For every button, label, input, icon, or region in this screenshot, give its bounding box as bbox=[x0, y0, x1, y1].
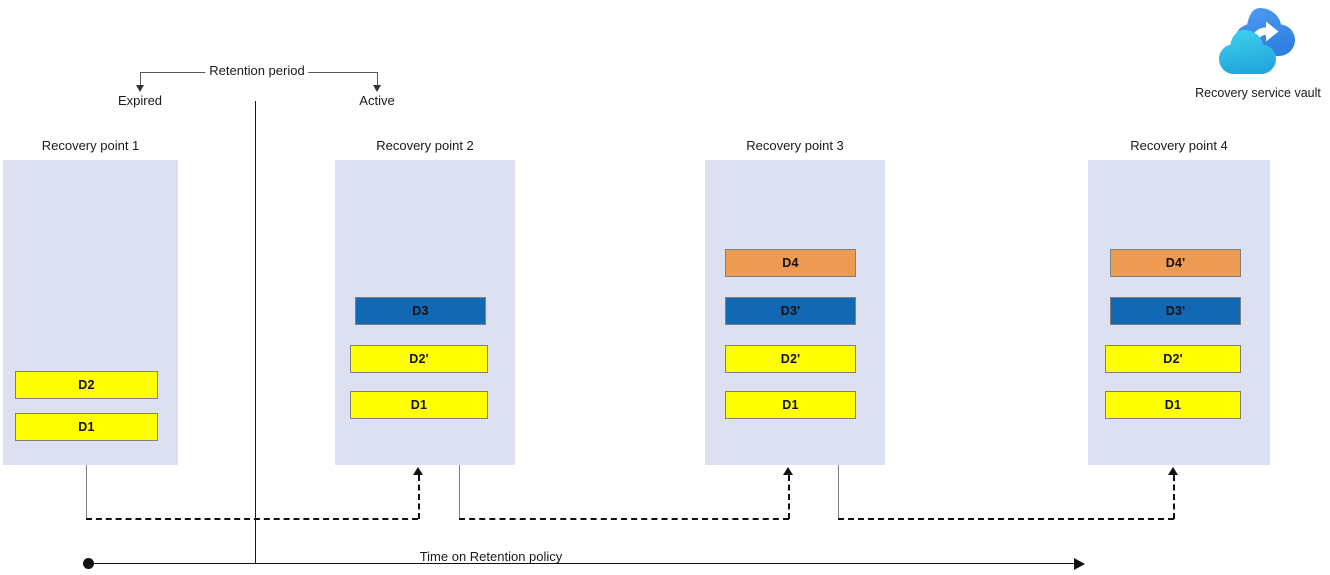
recovery-point-1[interactable]: Recovery point 1 D2 D1 bbox=[3, 138, 178, 465]
connector-1-dashed-run bbox=[86, 518, 418, 520]
recovery-point-title: Recovery point 4 bbox=[1130, 138, 1228, 153]
recovery-point-title: Recovery point 3 bbox=[746, 138, 844, 153]
connector-2-source-stem bbox=[459, 465, 460, 518]
cloud-sync-icon bbox=[1219, 8, 1295, 74]
recovery-point-2[interactable]: Recovery point 2 D3 D2' D1 bbox=[335, 138, 515, 465]
connector-1-source-stem bbox=[86, 465, 87, 518]
retention-bracket-right-arm bbox=[308, 72, 378, 73]
data-chip-d4-prime[interactable]: D4' bbox=[1110, 249, 1241, 277]
data-chip-d4[interactable]: D4 bbox=[725, 249, 856, 277]
data-chip-d2[interactable]: D2 bbox=[15, 371, 158, 399]
data-chip-d3-prime[interactable]: D3' bbox=[1110, 297, 1241, 325]
data-chip-d3-prime[interactable]: D3' bbox=[725, 297, 856, 325]
retention-divider-line bbox=[255, 101, 256, 564]
retention-active-label: Active bbox=[359, 93, 395, 108]
recovery-point-3[interactable]: Recovery point 3 D4 D3' D2' D1 bbox=[705, 138, 885, 465]
retention-bracket-left-arm bbox=[140, 72, 206, 73]
recovery-point-title: Recovery point 1 bbox=[41, 138, 140, 153]
retention-arrow-expired bbox=[136, 85, 144, 92]
data-chip-d2-prime[interactable]: D2' bbox=[1105, 345, 1241, 373]
connector-2-dashed-run bbox=[459, 518, 789, 520]
recovery-point-4[interactable]: Recovery point 4 D4' D3' D2' D1 bbox=[1088, 138, 1270, 465]
retention-bracket-right-stem bbox=[377, 72, 378, 86]
data-chip-d2-prime[interactable]: D2' bbox=[725, 345, 856, 373]
data-chip-d1[interactable]: D1 bbox=[725, 391, 856, 419]
timeline-axis-label: Time on Retention policy bbox=[419, 549, 563, 564]
retention-bracket-left-stem bbox=[140, 72, 141, 86]
timeline-arrow-head bbox=[1074, 558, 1085, 570]
connector-3-dashed-riser bbox=[1173, 475, 1175, 519]
connector-2-arrow-head bbox=[783, 467, 793, 475]
connector-3-arrow-head bbox=[1168, 467, 1178, 475]
connector-2-dashed-riser bbox=[788, 475, 790, 519]
data-chip-d1[interactable]: D1 bbox=[15, 413, 158, 441]
retention-expired-label: Expired bbox=[117, 93, 163, 108]
connector-3-source-stem bbox=[838, 465, 839, 518]
connector-3-dashed-run bbox=[838, 518, 1174, 520]
retention-period-label: Retention period bbox=[205, 63, 309, 79]
recovery-service-vault-label: Recovery service vault bbox=[1195, 86, 1321, 100]
connector-1-dashed-riser bbox=[418, 475, 420, 519]
timeline-axis-line bbox=[88, 563, 1076, 564]
data-chip-d1[interactable]: D1 bbox=[350, 391, 488, 419]
data-chip-d2-prime[interactable]: D2' bbox=[350, 345, 488, 373]
data-chip-d1[interactable]: D1 bbox=[1105, 391, 1241, 419]
connector-1-arrow-head bbox=[413, 467, 423, 475]
recovery-service-vault[interactable]: Recovery service vault bbox=[1186, 2, 1330, 100]
recovery-point-title: Recovery point 2 bbox=[376, 138, 474, 153]
data-chip-d3[interactable]: D3 bbox=[355, 297, 486, 325]
retention-arrow-active bbox=[373, 85, 381, 92]
